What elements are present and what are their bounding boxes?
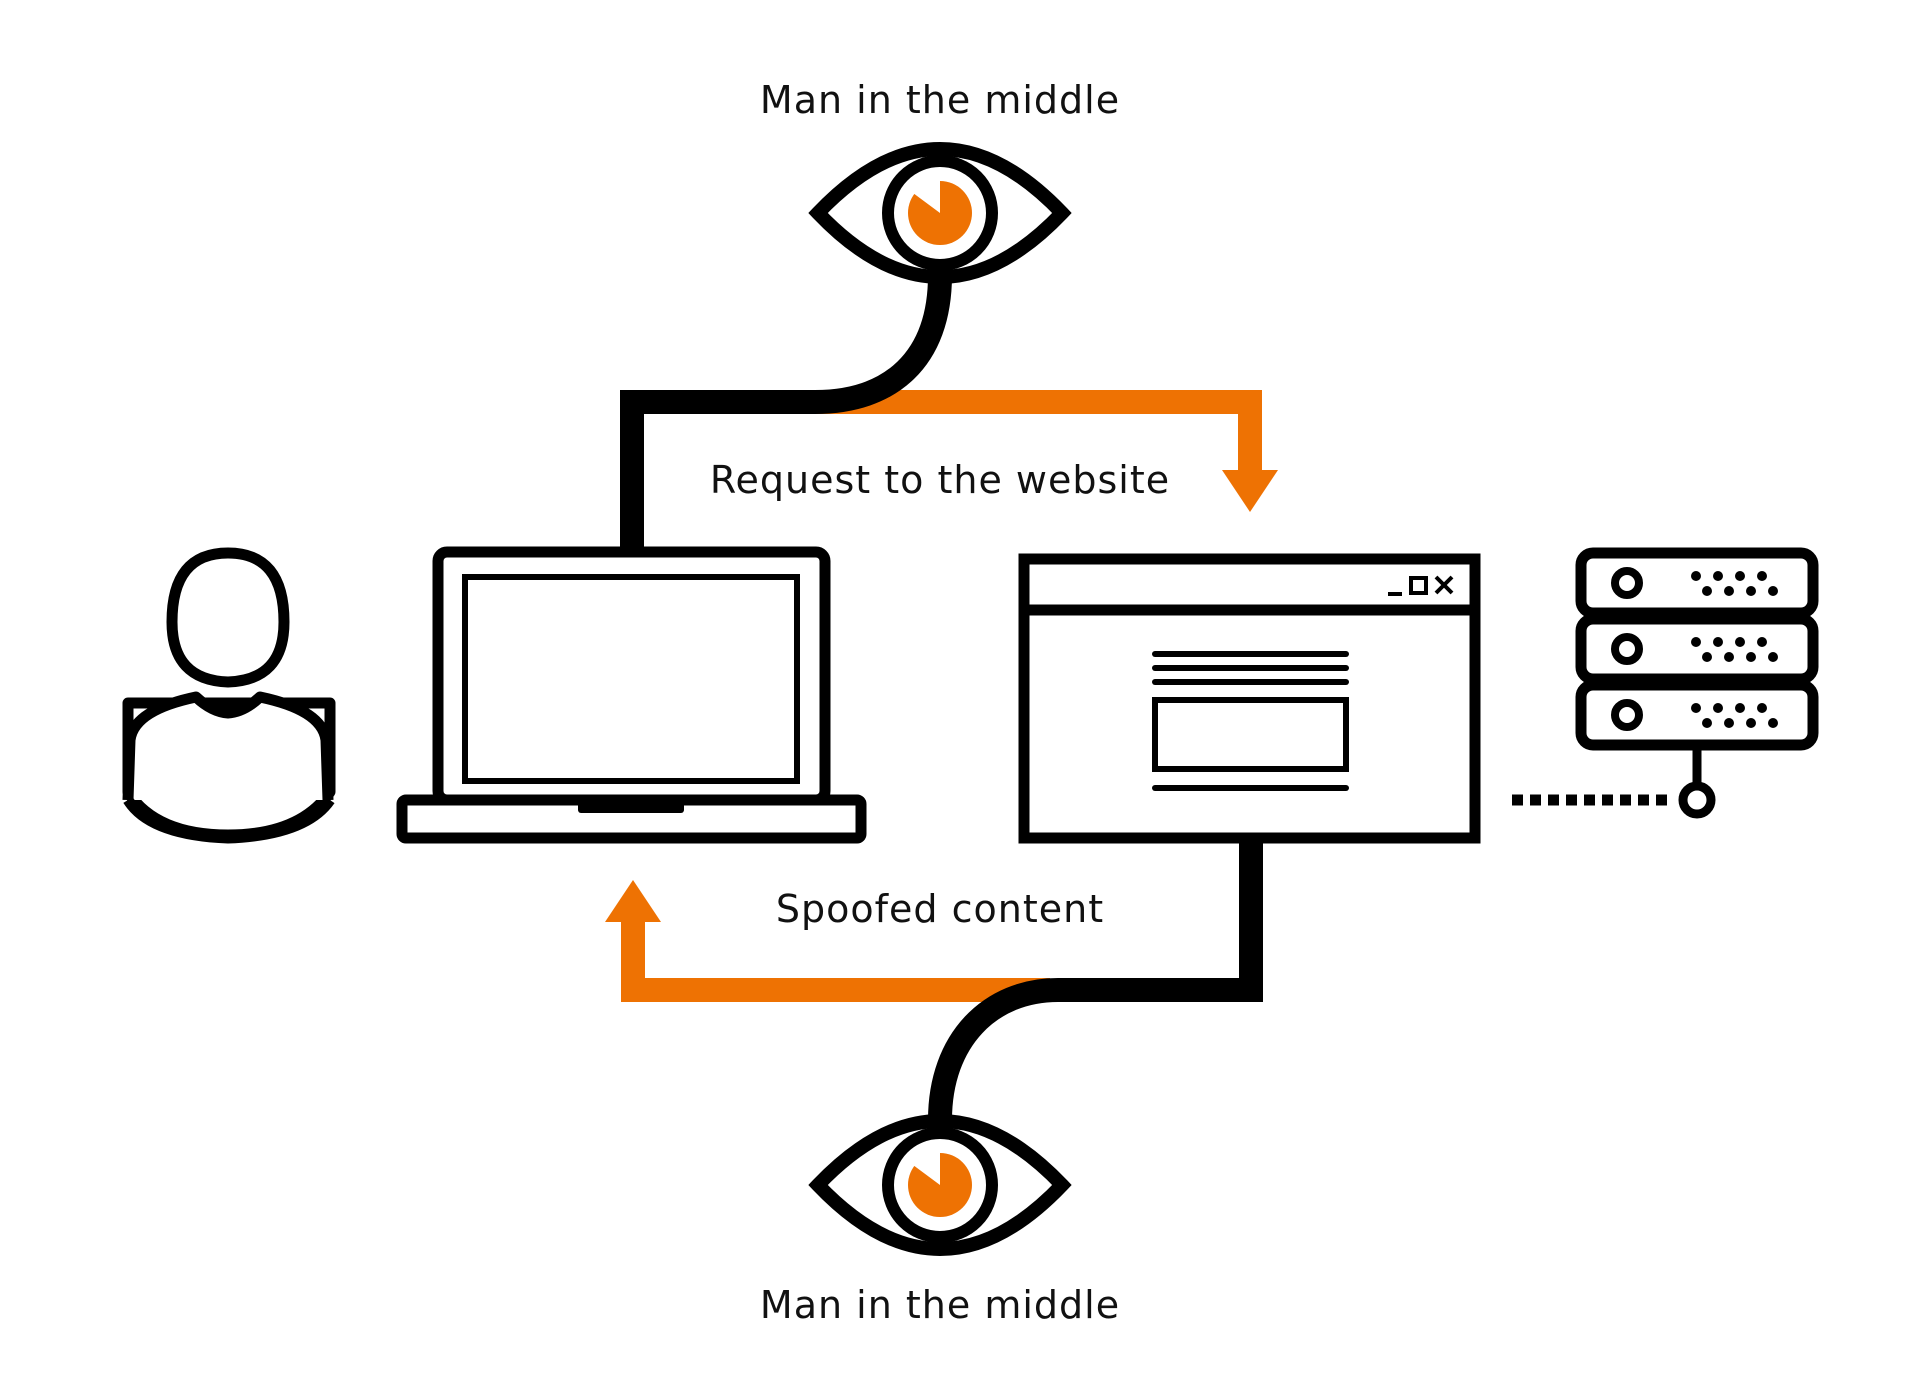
- spoofed-label: Spoofed content: [776, 887, 1104, 931]
- close-icon: [1434, 575, 1454, 595]
- browser-window-icon: [1018, 553, 1481, 844]
- request-arrow: [815, 390, 1278, 512]
- top-intercept-line: [620, 274, 952, 552]
- bottom-eye-icon: [808, 1114, 1072, 1256]
- bottom-intercept-line: [928, 838, 1263, 1121]
- top-eye-icon: [808, 142, 1072, 284]
- maximize-icon: [1409, 576, 1428, 595]
- bottom-mitm-label: Man in the middle: [760, 1283, 1120, 1327]
- server-rack-icon: [1575, 547, 1819, 819]
- response-arrow: [605, 880, 1050, 1002]
- top-mitm-label: Man in the middle: [760, 78, 1120, 122]
- user-icon: [122, 547, 336, 844]
- laptop-icon: [396, 546, 867, 844]
- request-label: Request to the website: [710, 458, 1170, 502]
